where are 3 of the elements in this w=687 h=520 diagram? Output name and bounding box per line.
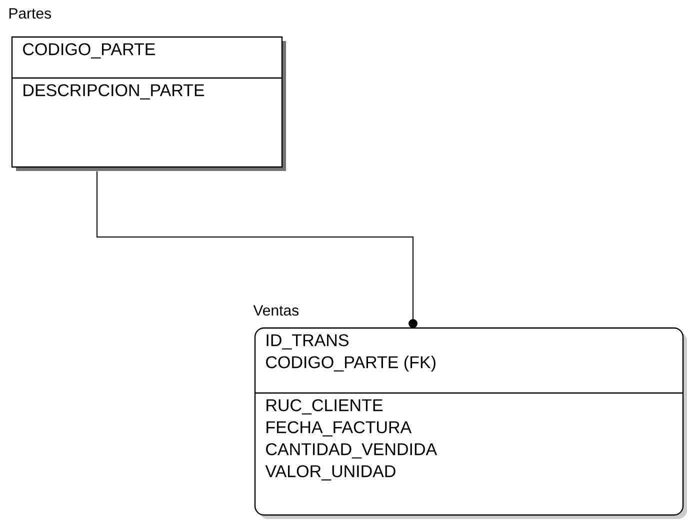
entity-name: Partes (9, 8, 51, 19)
entity-name: Ventas (253, 305, 299, 316)
relationship-line (96, 170, 418, 328)
